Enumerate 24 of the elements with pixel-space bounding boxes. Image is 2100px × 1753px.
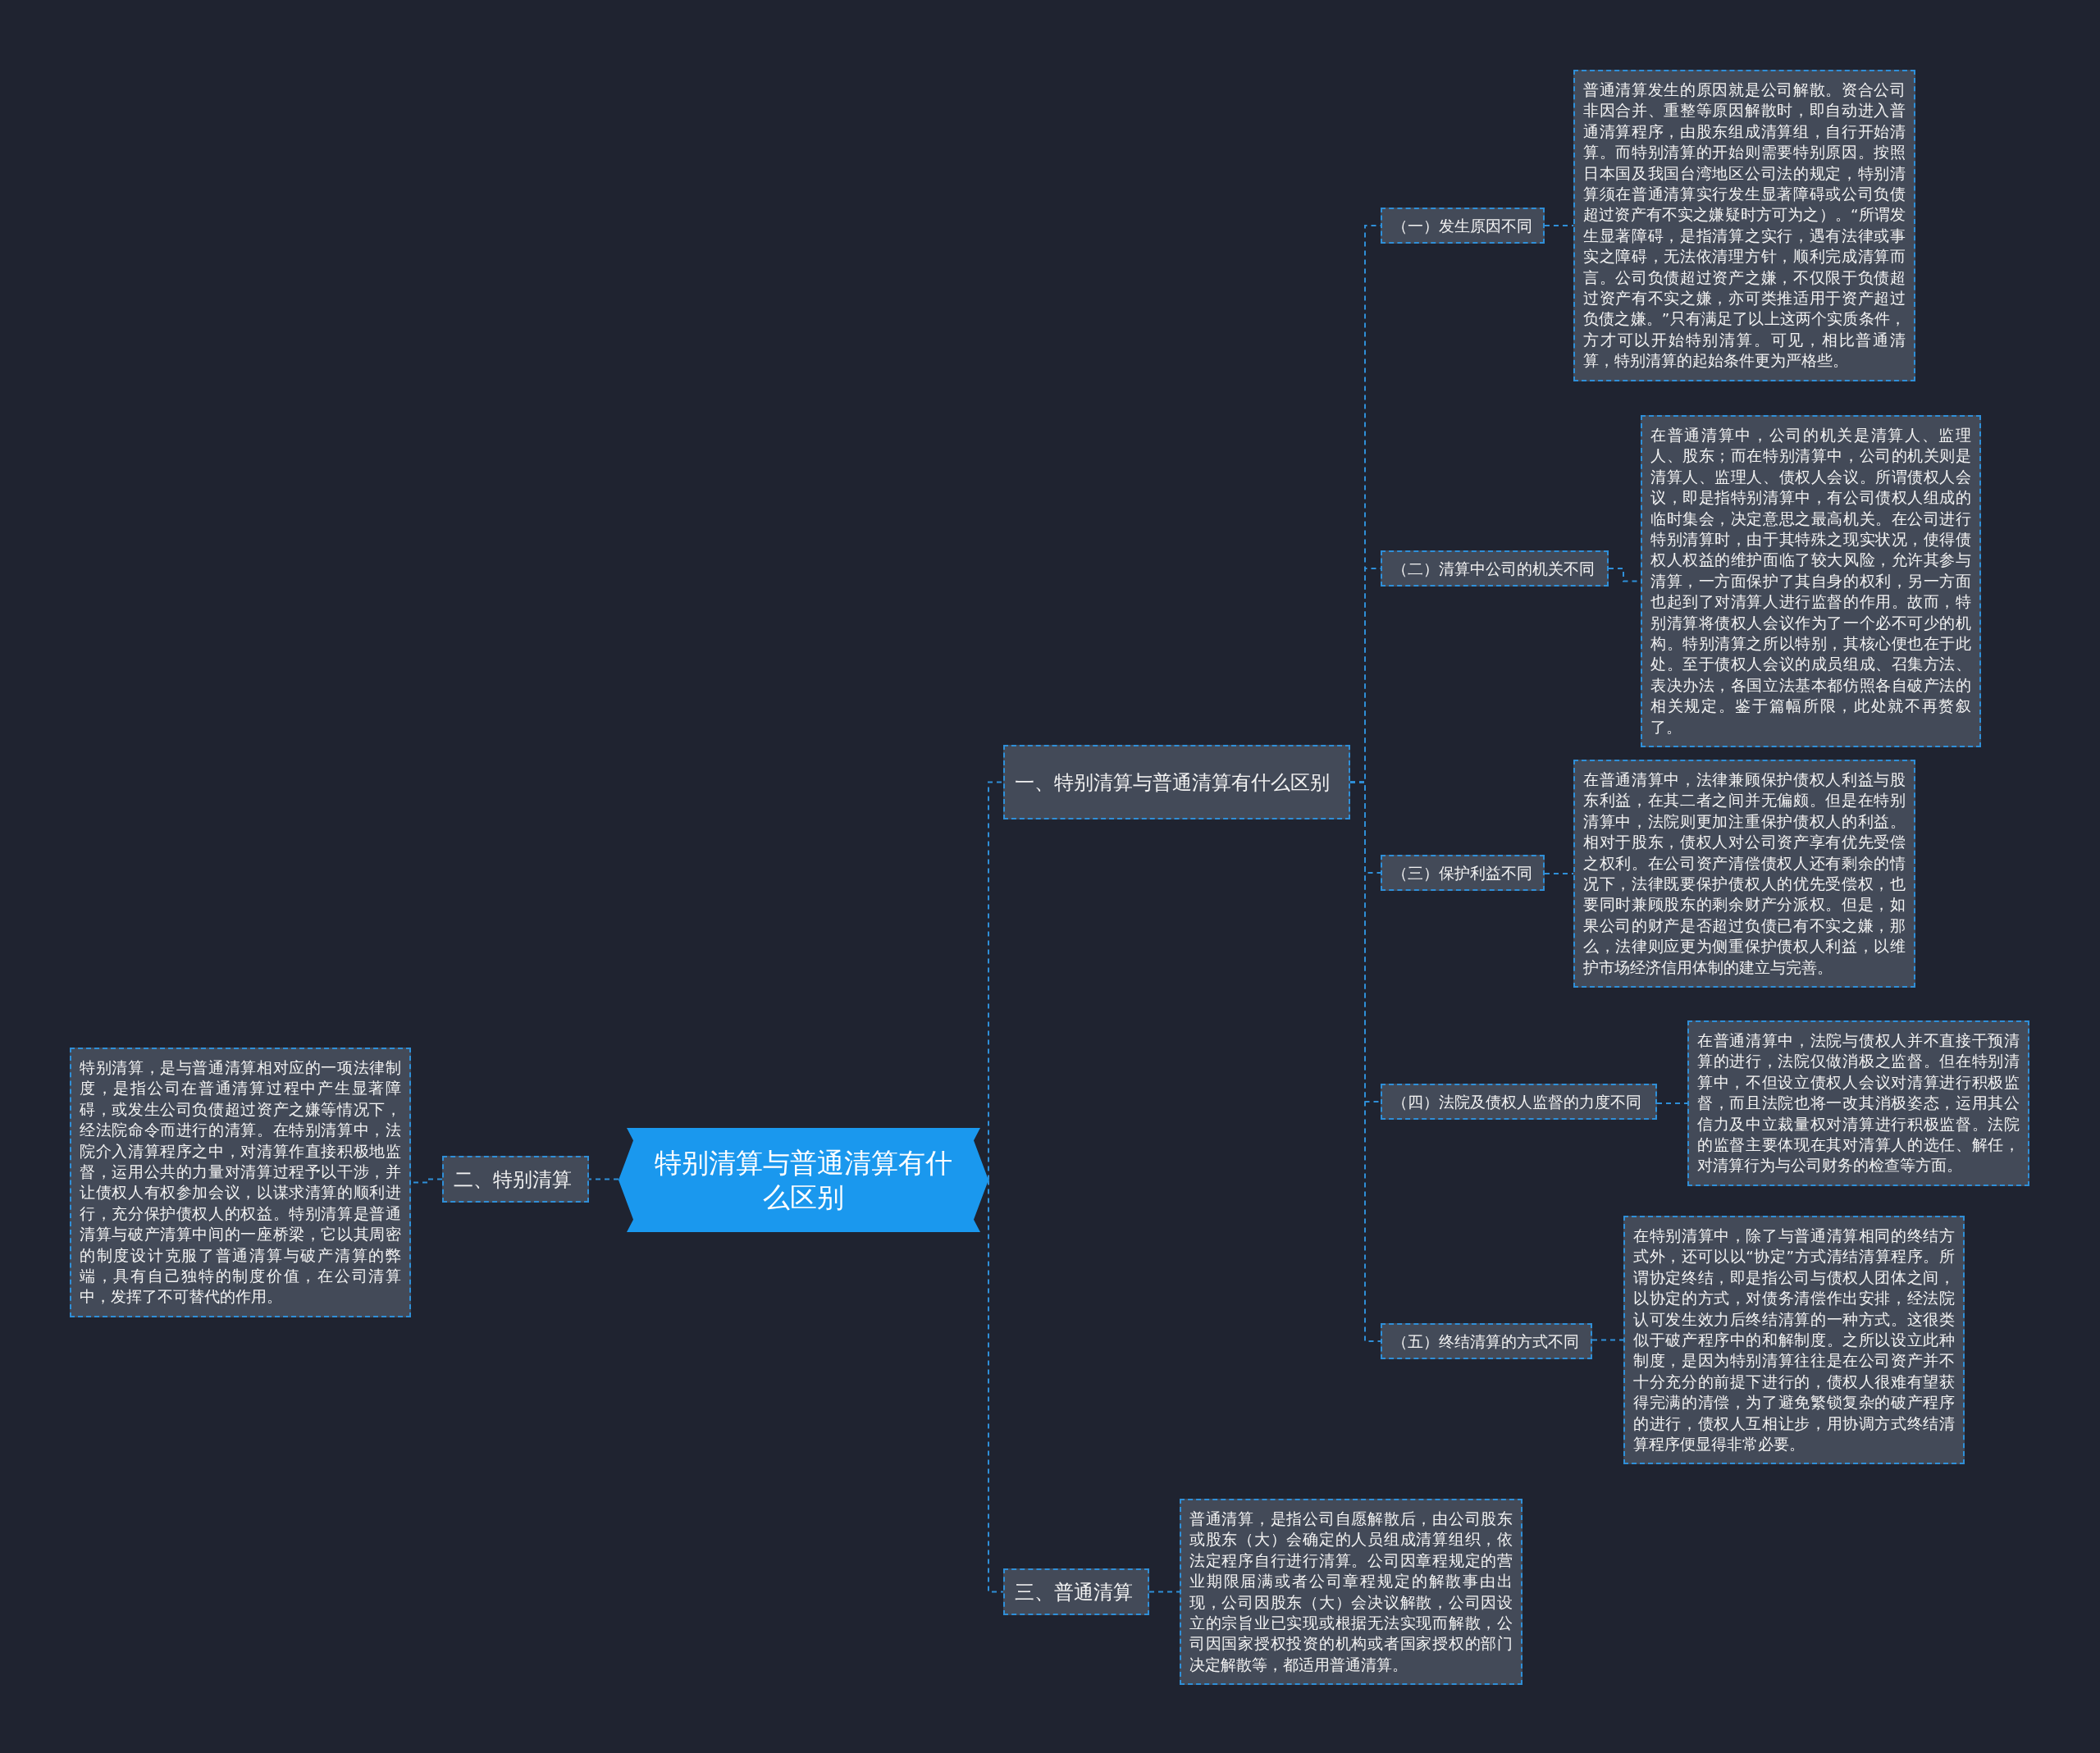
note-box: 在普通清算中，法律兼顾保护债权人利益与股东利益，在其二者之间并无偏颇。但是在特别清算中，法院则更加注重保护债权人的利益。相对于股东，债权人对公司资产享有优先受偿之权利。在公司资产清偿债权人还有剩余的情况下，法律既要保护债权人的优先受偿权，也要同时兼顾股东的剩余财产分派权。但是，如果公司的财产是否超过负债已有不实之嫌，那么，法律则应更为侧重保护债权人利益，以维护市场经济信用体制的建立与完善。 (1573, 760, 1915, 988)
branch-box: 三、普通清算 (1003, 1568, 1149, 1615)
connector-line (1148, 1591, 1180, 1593)
subtopic-box: （四）法院及债权人监督的力度不同 (1381, 1084, 1657, 1120)
connector-line (588, 1178, 619, 1180)
note-box: 在普通清算中，公司的机关是清算人、监理人、股东；而在特别清算中，公司的机关则是清算人、监理人、债权人会议。所谓债权人会议，即是指特别清算中，有公司债权人组成的临时集会，决定意思之最高机关。在公司进行特别清算时，由于其特殊之现实状况，使得债权人权益的维护面临了较大风险，允许其参与清算，一方面保护了其自身的权利，另一方面也起到了对清算人进行监督的作用。故而，特别清算将债权人会议作为了一个必不可少的机构。特别清算之所以特别，其核心便也在于此处。至于债权人会议的成员组成、召集方法、表决办法，各国立法基本都仿照各自破产法的相关规定。鉴于篇幅所限，此处就不再赘叙了。 (1641, 415, 1981, 748)
connector-line (1656, 1102, 1688, 1104)
subtopic-box: （三）保护利益不同 (1381, 855, 1545, 891)
subtopic-box: （二）清算中公司的机关不同 (1381, 550, 1609, 587)
note-box: 特别清算，是与普通清算相对应的一项法律制度，是指公司在普通清算过程中产生显著障碍，或发生公司负债超过资产之嫌等情况下，经法院命令而进行的清算。在特别清算中，法院介入清算程序之中，对清算作直接积极地监督，运用公共的力量对清算过程予以干涉，并让债权人有权参加会议，以谋求清算的顺利进行，充分保护债权人的权益。特别清算是普通清算与破产清算中间的一座桥梁，它以其周密的制度设计克服了普通清算与破产清算的弊端，具有自己独特的制度价值，在公司清算中，发挥了不可替代的作用。 (70, 1048, 411, 1317)
note-box: 普通清算发生的原因就是公司解散。资合公司非因合并、重整等原因解散时，即自动进入普通清算程序，由股东组成清算组，自行开始清算。而特别清算的开始则需要特别原因。按照日本国及我国台湾地区公司法的规定，特别清算须在普通清算实行发生显著障碍或公司负债超过资产有不实之嫌疑时方可为之）。“所谓发生显著障碍，是指清算之实行，遇有法律或事实之障碍，无法依清理方针，顺利完成清算而言。公司负债超过资产之嫌，不仅限于负债超过资产有不实之嫌，亦可类推适用于资产超过负债之嫌。”只有满足了以上这两个实质条件，方才可以开始特别清算。可见，相比普通清算，特别清算的起始条件更为严格些。 (1573, 70, 1915, 381)
branch-box: 二、特别清算 (442, 1156, 589, 1203)
connector-line (1591, 1339, 1624, 1341)
subtopic-box: （一）发生原因不同 (1381, 208, 1545, 244)
subtopic-box: （五）终结清算的方式不同 (1381, 1323, 1592, 1359)
note-box: 普通清算，是指公司自愿解散后，由公司股东或股东（大）会确定的人员组成清算组织，依法定程序自行进行清算。公司因章程规定的营业期限届满或者公司章程规定的解散事由出现，公司因股东（大）会决议解散，公司因设立的宗旨业已实现或根据无法实现而解散，公司因国家授权投资的机构或者国家授权的部门决定解散等，都适用普通清算。 (1180, 1499, 1522, 1686)
connector-line (988, 1179, 1004, 1593)
connector-line (988, 781, 1004, 1181)
connector-line (1544, 873, 1574, 874)
note-box: 在普通清算中，法院与债权人并不直接干预清算的进行，法院仅做消极之监督。但在特别清算中，不但设立债权人会议对清算进行积极监督，而且法院也将一改其消极姿态，运用其公信力及中立裁量权对清算进行积极监督。法院的监督主要体现在其对清算人的选任、解任，对清算行为与公司财务的检查等方面。 (1687, 1020, 2029, 1186)
connector-line (1544, 225, 1574, 226)
note-box: 在特别清算中，除了与普通清算相同的终结方式外，还可以以“协定”方式清结清算程序。所谓协定终结，即是指公司与债权人团体之间，以协定的方式，对债务清偿作出安排，经法院认可发生效力后终结清算的一种方式。这很类似于破产程序中的和解制度。之所以设立此种制度，是因为特别清算往往是在公司资产并不十分充分的前提下进行的，债权人很难有望获得完满的清偿，为了避免繁锁复杂的破产程序的进行，债权人互相让步，用协调方式终结清算程序便显得非常必要。 (1623, 1216, 1965, 1465)
branch-box: 一、特别清算与普通清算有什么区别 (1003, 745, 1350, 819)
central-topic: 特别清算与普通清算有什么区别 (619, 1128, 988, 1232)
